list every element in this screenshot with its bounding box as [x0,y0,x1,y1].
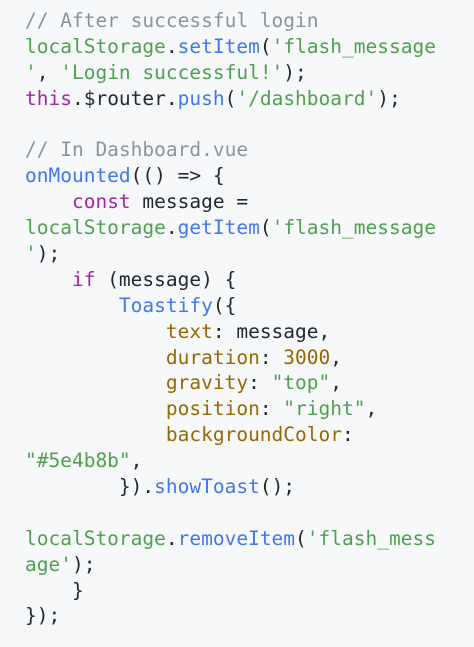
code-token-keyword: const [71,190,131,214]
code-token-string: localStorage [25,34,166,58]
code-token-plain: ); [377,86,401,110]
code-token-plain: ( [259,34,272,58]
code-line: ', 'Login successful!'); [25,60,474,86]
code-line: if (message) { [25,267,474,293]
code-token-plain: , [130,449,143,473]
code-token-plain [25,268,72,291]
code-token-plain: (() => { [130,164,225,188]
code-line: duration: 3000, [25,345,474,371]
code-token-property: position [165,397,260,421]
code-token-plain [25,346,166,369]
code-token-plain [25,320,166,343]
code-line: localStorage.getItem('flash_message [25,215,474,241]
code-token-plain: . [165,216,178,240]
code-token-plain: : [248,371,272,395]
code-token-string: localStorage [25,216,166,240]
code-token-plain: : [259,345,284,369]
code-token-function: setItem [177,34,260,58]
code-token-plain [25,294,119,317]
code-token-plain [25,190,72,213]
code-token-string: ' [25,60,37,84]
code-token-keyword: if [71,267,96,291]
code-token-property: duration [165,345,260,369]
code-line: localStorage.setItem('flash_message [25,34,474,60]
code-line: text: message, [25,319,474,345]
code-token-plain: .$router. [71,86,178,110]
code-line: backgroundColor: [25,422,474,448]
code-token-plain [25,371,166,394]
code-token-plain: ( [259,216,272,240]
code-token-property: gravity [165,371,249,395]
code-line: '); [25,241,474,267]
code-token-plain: ( [295,526,307,550]
code-line: position: "right", [25,396,474,422]
code-token-plain: }); [25,604,61,628]
code-token-plain: } [25,578,84,602]
code-line [25,500,474,526]
code-token-plain: . [165,526,178,550]
code-token-plain: , [330,345,343,369]
code-token-string: '/dashboard' [236,86,378,110]
code-line: }).showToast(); [25,474,474,500]
code-token-function: onMounted [25,164,131,188]
code-token-keyword: this [25,86,72,110]
code-line: this.$router.push('/dashboard'); [25,86,474,112]
code-token-plain: , [36,60,61,84]
code-line: localStorage.removeItem('flash_mess [25,526,474,552]
code-token-string: 'Login successful!' [60,60,284,84]
code-token-string: "top" [271,371,331,395]
code-token-function: push [177,86,225,110]
code-token-plain: : message, [212,319,331,343]
code-token-plain: }). [118,475,155,499]
code-token-plain: : [259,397,284,421]
code-token-plain: ({ [212,293,237,317]
code-token-string: 'flash_mess [306,526,436,550]
code-line [25,112,474,138]
code-line: "#5e4b8b", [25,448,474,474]
code-token-string: localStorage [25,526,166,550]
code-token-plain [25,475,119,498]
code-token-number: 3000 [283,345,331,369]
code-token-property: text [165,319,213,343]
code-line: const message = [25,189,474,215]
code-line: Toastify({ [25,293,474,319]
code-line: gravity: "top", [25,370,474,396]
code-token-function: showToast [154,475,260,499]
code-token-plain: , [365,397,378,421]
code-token-plain: ); [71,552,96,576]
code-token-plain: ); [36,242,61,266]
code-token-string: "#5e4b8b" [25,449,131,473]
code-token-plain: message = [130,190,249,214]
code-token-plain: : [342,423,354,447]
code-token-property: backgroundColor [165,423,342,447]
code-token-plain: , [330,371,343,395]
code-token-string: 'flash_message [271,34,436,58]
code-token-plain: (); [259,475,296,499]
code-token-plain [25,397,166,420]
code-line: onMounted(() => { [25,163,474,189]
code-token-string: "right" [283,397,366,421]
code-token-plain: . [165,34,178,58]
code-token-string: age' [25,552,72,576]
code-line: }); [25,603,474,629]
code-token-plain: ); [283,60,307,84]
code-line: // In Dashboard.vue [25,137,474,163]
code-token-function: removeItem [177,526,296,550]
code-line: // After successful login [25,8,474,34]
code-line: } [25,578,474,604]
code-token-comment: // In Dashboard.vue [25,138,249,162]
code-token-string: ' [25,242,37,266]
code-line: age'); [25,552,474,578]
code-token-plain [25,423,166,446]
code-token-function: getItem [177,216,260,240]
code-token-function: Toastify [118,293,213,317]
code-token-string: 'flash_message [271,216,436,240]
code-token-plain: (message) { [95,267,237,291]
code-token-comment: // After successful login [25,9,319,32]
code-token-plain: ( [224,86,237,110]
